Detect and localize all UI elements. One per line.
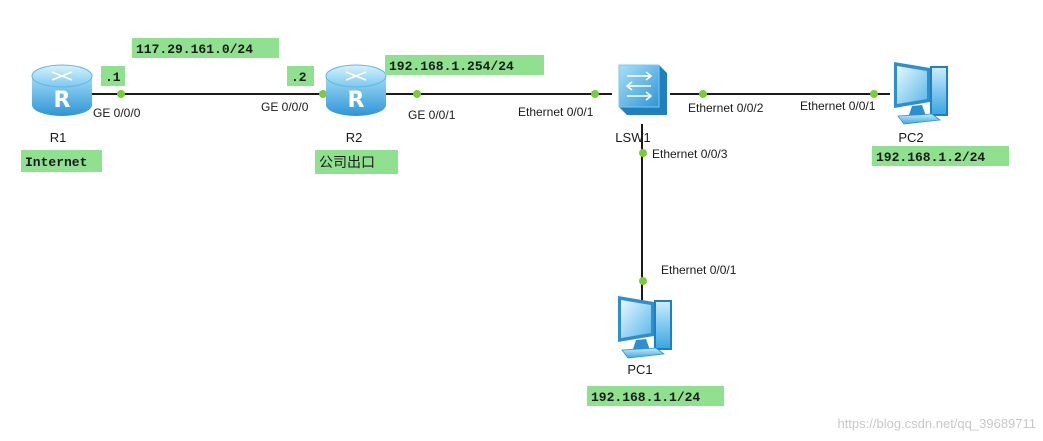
port-dot-lsw1-e001[interactable] xyxy=(591,90,599,98)
tag-bg-wan-subnet xyxy=(132,38,279,58)
router-r1[interactable]: R xyxy=(31,64,93,116)
tag-bg-pc1-ip xyxy=(587,386,724,406)
svg-text:R: R xyxy=(54,88,71,113)
port-dot-r2-ge000[interactable] xyxy=(319,90,327,98)
links xyxy=(92,93,890,304)
port-label-pc1-e001: Ethernet 0/0/1 xyxy=(661,263,737,277)
port-dots xyxy=(117,90,878,285)
port-dot-r1-ge000[interactable] xyxy=(117,90,125,98)
tag-bg-r2-role xyxy=(315,150,398,174)
tag-bg-r1-role xyxy=(21,150,102,172)
device-name-r2: R2 xyxy=(346,130,363,145)
port-label-pc2-e001: Ethernet 0/0/1 xyxy=(800,99,876,113)
switch-lsw1[interactable] xyxy=(618,64,667,115)
pc-pc2[interactable] xyxy=(894,62,948,125)
port-label-lsw1-e001: Ethernet 0/0/1 xyxy=(518,105,594,119)
tag-lan-gateway: 192.168.1.254/24 xyxy=(389,59,514,74)
svg-text:R: R xyxy=(348,88,365,113)
router-icon: R xyxy=(325,64,387,116)
port-dot-pc1-e001[interactable] xyxy=(639,277,647,285)
port-dot-lsw1-e002[interactable] xyxy=(699,90,707,98)
tag-pc2-ip: 192.168.1.2/24 xyxy=(876,150,985,165)
tag-r1-host: .1 xyxy=(105,70,121,85)
port-dot-pc2-e001[interactable] xyxy=(870,90,878,98)
address-tags: 117.29.161.0/24 .1 .2 192.168.1.254/24 I… xyxy=(21,38,1009,406)
device-name-pc1: PC1 xyxy=(627,362,652,377)
tag-r2-role: 公司出口 xyxy=(319,155,375,171)
port-label-r2-ge001: GE 0/0/1 xyxy=(408,108,456,122)
tag-bg-lan-gateway xyxy=(385,55,544,75)
tag-r1-role: Internet xyxy=(25,155,87,170)
port-label-r2-ge000: GE 0/0/0 xyxy=(261,100,309,114)
port-dot-lsw1-e003[interactable] xyxy=(639,149,647,157)
tag-bg-r2-host xyxy=(287,66,314,86)
port-dot-r2-ge001[interactable] xyxy=(413,90,421,98)
device-name-pc2: PC2 xyxy=(898,130,923,145)
pc-icon xyxy=(618,296,672,359)
switch-icon xyxy=(618,64,667,115)
tag-r2-host: .2 xyxy=(291,70,307,85)
port-label-r1-ge000: GE 0/0/0 xyxy=(93,106,141,120)
tag-wan-subnet: 117.29.161.0/24 xyxy=(136,42,253,57)
router-icon: R xyxy=(31,64,93,116)
tag-pc1-ip: 192.168.1.1/24 xyxy=(591,390,700,405)
pc-pc1[interactable] xyxy=(618,296,672,359)
port-label-lsw1-e002: Ethernet 0/0/2 xyxy=(688,101,764,115)
port-label-lsw1-e003: Ethernet 0/0/3 xyxy=(652,147,728,161)
tag-bg-pc2-ip xyxy=(872,146,1009,166)
tag-bg-r1-host xyxy=(101,66,125,86)
device-name-lsw1: LSW1 xyxy=(615,130,650,145)
device-name-r1: R1 xyxy=(50,130,67,145)
pc-icon xyxy=(894,62,948,125)
router-r2[interactable]: R xyxy=(325,64,387,116)
watermark: https://blog.csdn.net/qq_39689711 xyxy=(837,416,1036,431)
